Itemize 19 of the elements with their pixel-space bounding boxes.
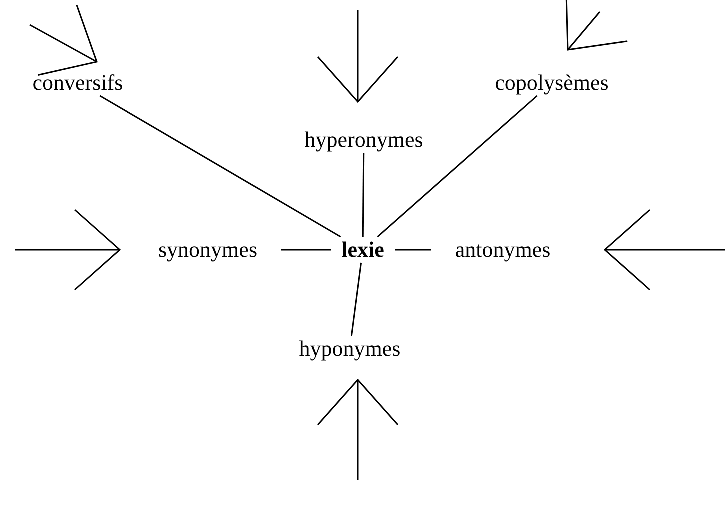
term-text: synonymes <box>135 237 281 263</box>
connector-line <box>377 95 538 238</box>
connector-line <box>362 153 365 237</box>
term-text: conversifs <box>20 70 136 96</box>
arrow <box>604 209 725 291</box>
arrow <box>317 379 399 480</box>
arrow <box>317 10 399 103</box>
connector-line <box>281 249 331 251</box>
term-text: hyperonymes <box>290 127 438 153</box>
term-text: hyponymes <box>273 336 427 362</box>
term-text: lexie <box>331 237 395 263</box>
connector-line <box>350 262 362 336</box>
arrow <box>566 0 628 51</box>
arrow <box>30 4 98 76</box>
term-text: copolysèmes <box>465 70 639 96</box>
arrow <box>15 209 121 291</box>
term-text: antonymes <box>431 237 575 263</box>
connector-line <box>395 249 431 251</box>
connector-line <box>100 95 342 238</box>
